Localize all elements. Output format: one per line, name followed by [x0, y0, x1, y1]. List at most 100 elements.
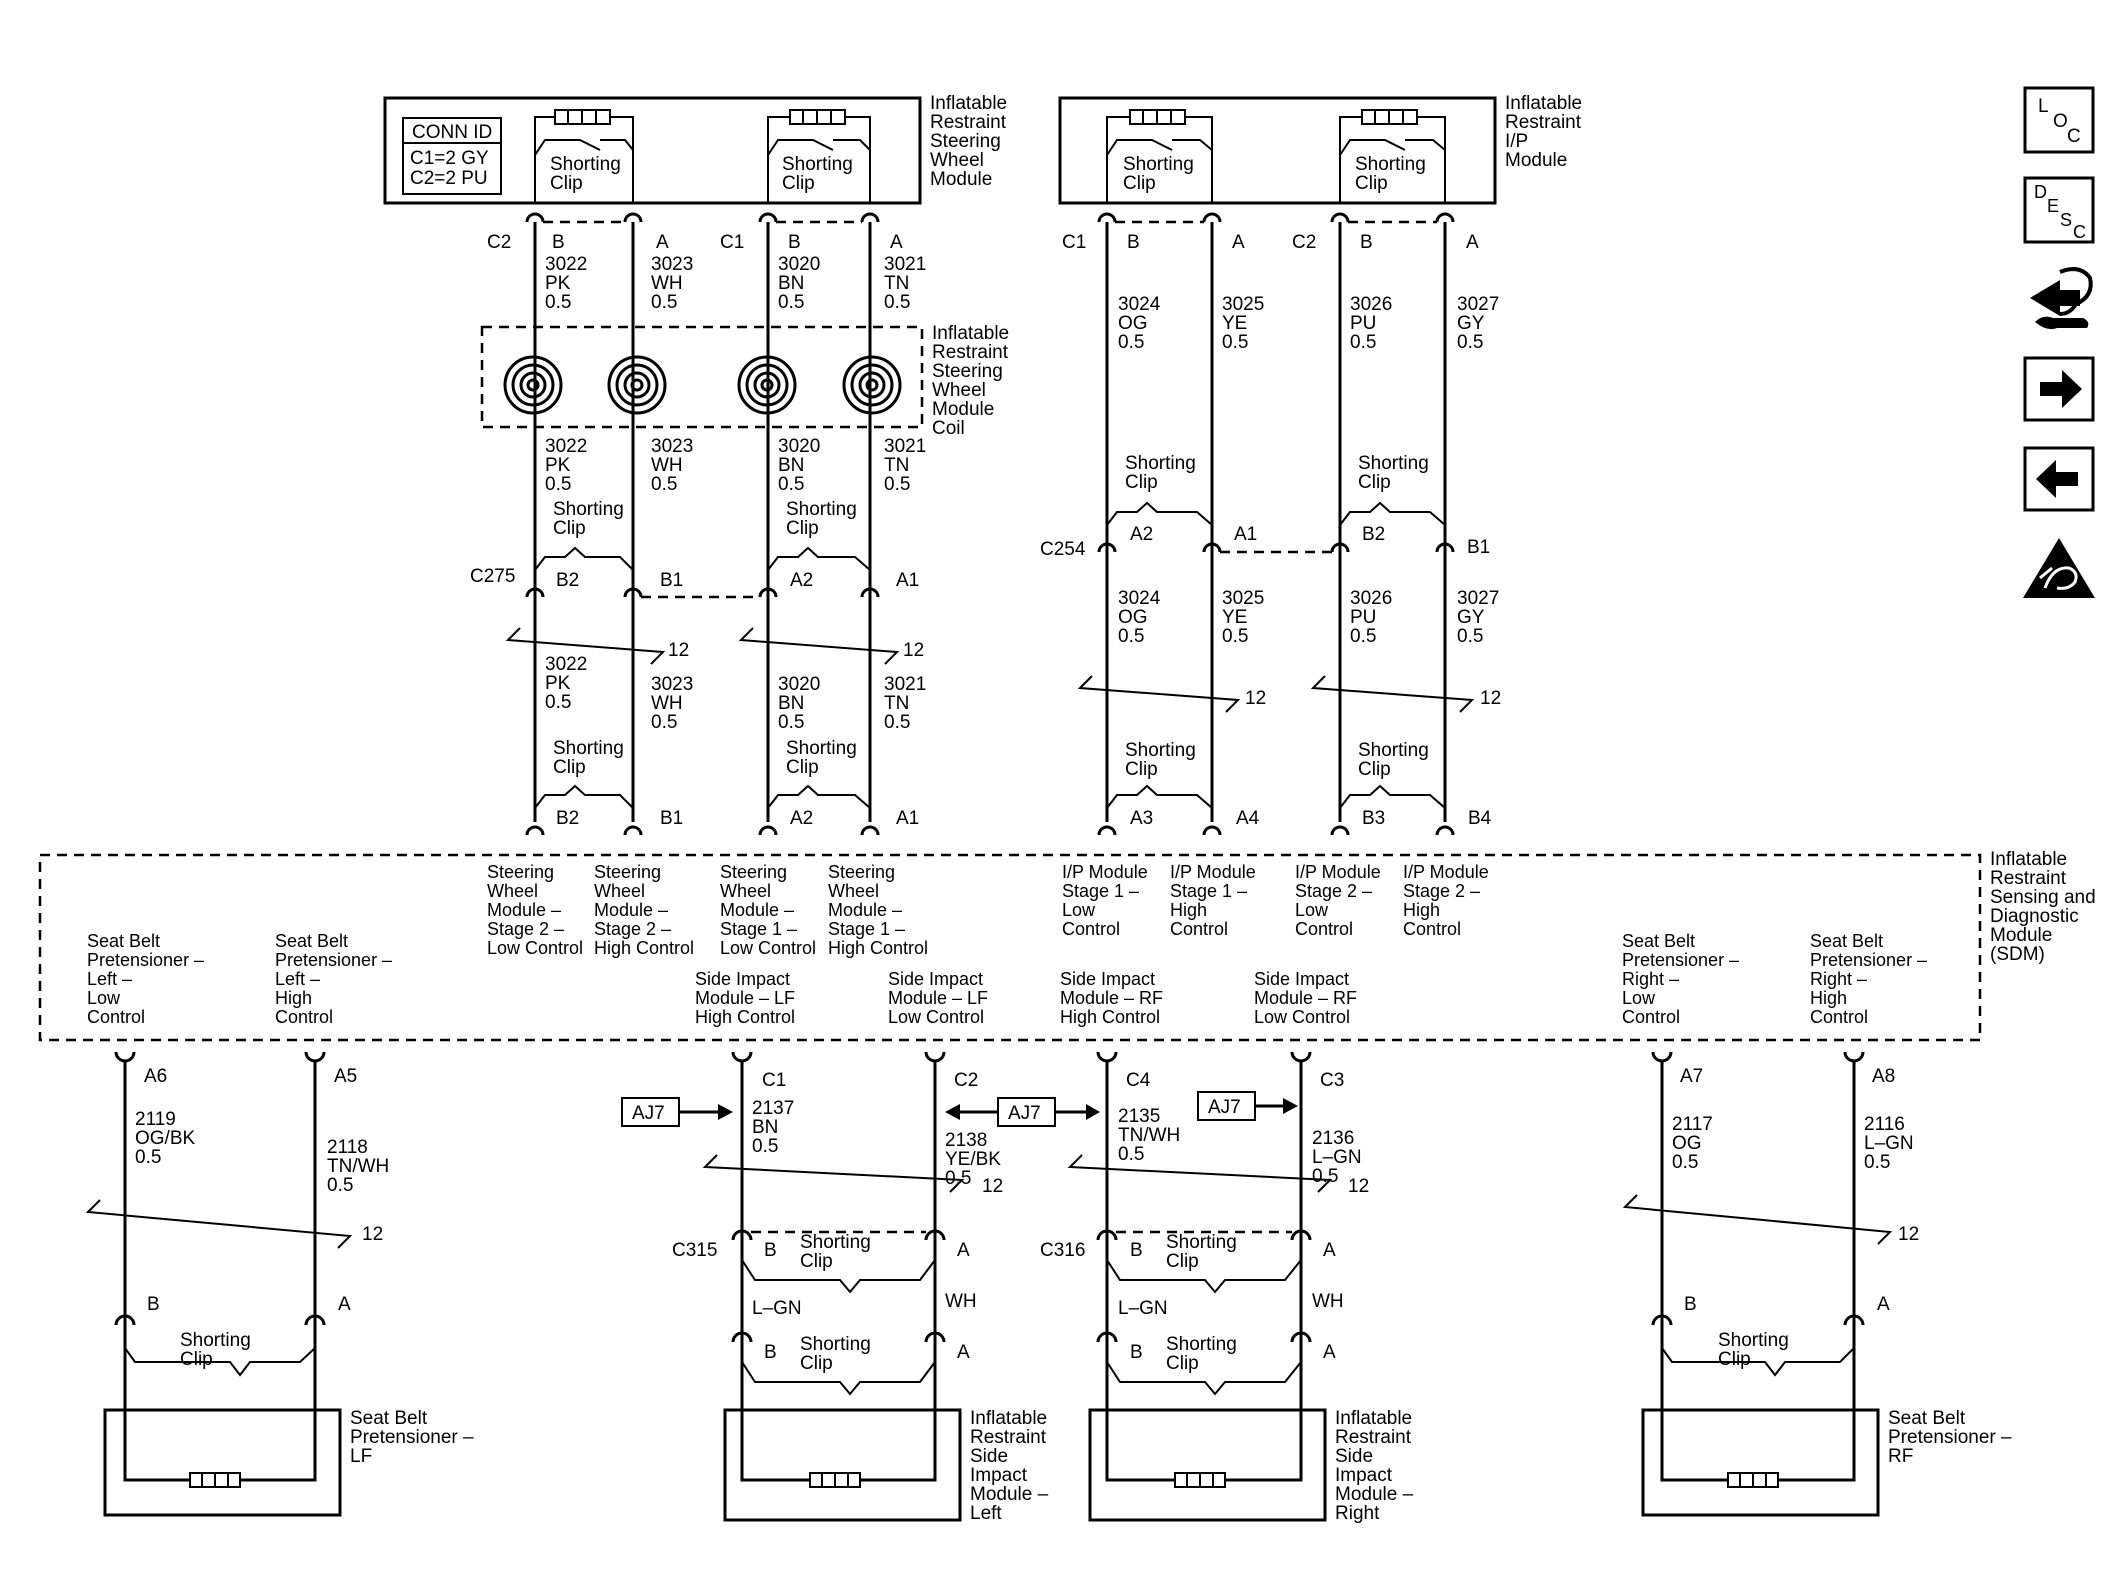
loc-icon[interactable]: L O C	[2023, 86, 2095, 154]
top-connectors	[525, 212, 1455, 224]
pin-b1-c254: B1	[1467, 537, 1490, 558]
sdm-shorting-clip-sw-1: Shorting Clip	[534, 738, 634, 809]
pin-a-sbl: A	[338, 1294, 351, 1315]
svg-text:Steering: Steering	[828, 862, 895, 882]
break-mark-si-right: 12	[1067, 1154, 1369, 1197]
pin-a1-c254: A1	[1234, 524, 1257, 545]
svg-text:12: 12	[1348, 1176, 1369, 1197]
conn-sdm-c1: C1	[762, 1070, 786, 1091]
pin-a-sbr: A	[1877, 1294, 1890, 1315]
svg-text:2116: 2116	[1864, 1114, 1905, 1135]
svg-text:Inflatable: Inflatable	[930, 93, 1007, 114]
svg-text:Side: Side	[970, 1446, 1008, 1467]
pin-b2-c275: B2	[556, 570, 579, 591]
svg-text:Stage 1 –: Stage 1 –	[720, 919, 797, 939]
pin-b2-c254: B2	[1362, 524, 1385, 545]
sb-left-squib	[189, 1472, 241, 1488]
svg-text:3021: 3021	[884, 674, 926, 695]
svg-text:3023: 3023	[651, 254, 693, 275]
side-impact-left-box	[723, 1408, 962, 1522]
svg-text:3020: 3020	[778, 254, 820, 275]
sbr-loop-r	[1778, 1475, 1856, 1482]
svg-text:3025: 3025	[1222, 294, 1264, 315]
c315-shorting-label: Shorting Clip	[800, 1232, 871, 1272]
svg-text:Clip: Clip	[1123, 173, 1156, 194]
svg-text:Module – RF: Module – RF	[1254, 988, 1357, 1008]
svg-text:3021: 3021	[884, 254, 926, 275]
sdm-fn-sb-left-high: Seat Belt Pretensioner – Left – High Con…	[275, 931, 392, 1027]
ip-module-label: Inflatable Restraint I/P Module	[1505, 93, 1582, 171]
c254-connector	[1097, 542, 1455, 554]
si-right-shorting-label: Shorting Clip	[1166, 1334, 1237, 1374]
svg-text:Shorting: Shorting	[1125, 453, 1196, 474]
sb-right-shorting-label: Shorting Clip	[1718, 1330, 1789, 1370]
svg-text:0.5: 0.5	[1457, 626, 1483, 647]
previous-arrow-icon[interactable]	[2023, 446, 2095, 512]
svg-text:2118: 2118	[327, 1137, 368, 1158]
next-arrow-icon[interactable]	[2023, 356, 2095, 422]
svg-text:I/P Module: I/P Module	[1403, 862, 1489, 882]
svg-text:High Control: High Control	[695, 1007, 795, 1027]
svg-text:High Control: High Control	[1060, 1007, 1160, 1027]
svg-text:Restraint: Restraint	[1505, 112, 1582, 133]
si-left-squib	[809, 1472, 861, 1488]
desc-icon[interactable]: D E S C	[2023, 176, 2095, 244]
sdm-fn-ip-s2-low: I/P Module Stage 2 – Low Control	[1295, 862, 1381, 939]
pin-a4-sdm: A4	[1236, 808, 1260, 829]
svg-text:Control: Control	[1170, 919, 1228, 939]
svg-text:2138: 2138	[945, 1130, 987, 1151]
svg-text:BN: BN	[778, 273, 804, 294]
sdm-lower-pins	[114, 1051, 1865, 1063]
esd-warning-icon[interactable]	[2023, 538, 2095, 598]
svg-text:OG: OG	[1672, 1133, 1702, 1154]
svg-text:High: High	[275, 988, 312, 1008]
sdm-fn-sw-s1-low: Steering Wheel Module – Stage 1 – Low Co…	[720, 862, 816, 958]
svg-text:BN: BN	[778, 455, 804, 476]
coil-box	[480, 325, 924, 429]
svg-text:YE: YE	[1222, 313, 1247, 334]
sdm-box	[38, 853, 1982, 1042]
svg-text:0.5: 0.5	[778, 292, 804, 313]
svg-text:Inflatable: Inflatable	[1505, 93, 1582, 114]
svg-text:Seat Belt: Seat Belt	[87, 931, 160, 951]
svg-text:Clip: Clip	[800, 1353, 833, 1374]
pin-b-sbl: B	[147, 1294, 160, 1315]
svg-text:Module: Module	[932, 399, 994, 420]
sdm-fn-ip-s1-low: I/P Module Stage 1 – Low Control	[1062, 862, 1148, 939]
pin-b1-sdm: B1	[660, 808, 683, 829]
sdm-fn-sw-s2-low: Steering Wheel Module – Stage 2 – Low Co…	[487, 862, 583, 958]
svg-text:Restraint: Restraint	[932, 342, 1009, 363]
svg-text:Module –: Module –	[720, 900, 794, 920]
svg-text:Low: Low	[1062, 900, 1096, 920]
svg-text:AJ7: AJ7	[1208, 1097, 1241, 1118]
connector-repair-icon[interactable]	[2030, 267, 2093, 330]
svg-text:Side Impact: Side Impact	[1060, 969, 1155, 989]
svg-text:TN: TN	[884, 455, 909, 476]
pin-a1-c275: A1	[896, 570, 919, 591]
svg-text:BN: BN	[778, 693, 804, 714]
svg-text:2117: 2117	[1672, 1114, 1713, 1135]
svg-text:Clip: Clip	[553, 757, 586, 778]
side-impact-right-label: Inflatable Restraint Side Impact Module …	[1335, 1408, 1414, 1524]
svg-text:0.5: 0.5	[1222, 626, 1248, 647]
svg-text:GY: GY	[1457, 607, 1485, 628]
side-impact-right-box	[1088, 1408, 1327, 1522]
conn-c254: C254	[1040, 539, 1086, 560]
svg-text:Shorting: Shorting	[782, 154, 853, 175]
svg-text:0.5: 0.5	[651, 292, 677, 313]
svg-text:Shorting: Shorting	[1123, 154, 1194, 175]
svg-text:Stage 1 –: Stage 1 –	[1170, 881, 1247, 901]
svg-text:0.5: 0.5	[545, 474, 571, 495]
svg-text:Low: Low	[1622, 988, 1656, 1008]
si-left-loop-l	[740, 1410, 810, 1482]
sdm-shorting-clip-ip-2: Shorting Clip	[1339, 740, 1446, 809]
svg-text:3024: 3024	[1118, 588, 1161, 609]
